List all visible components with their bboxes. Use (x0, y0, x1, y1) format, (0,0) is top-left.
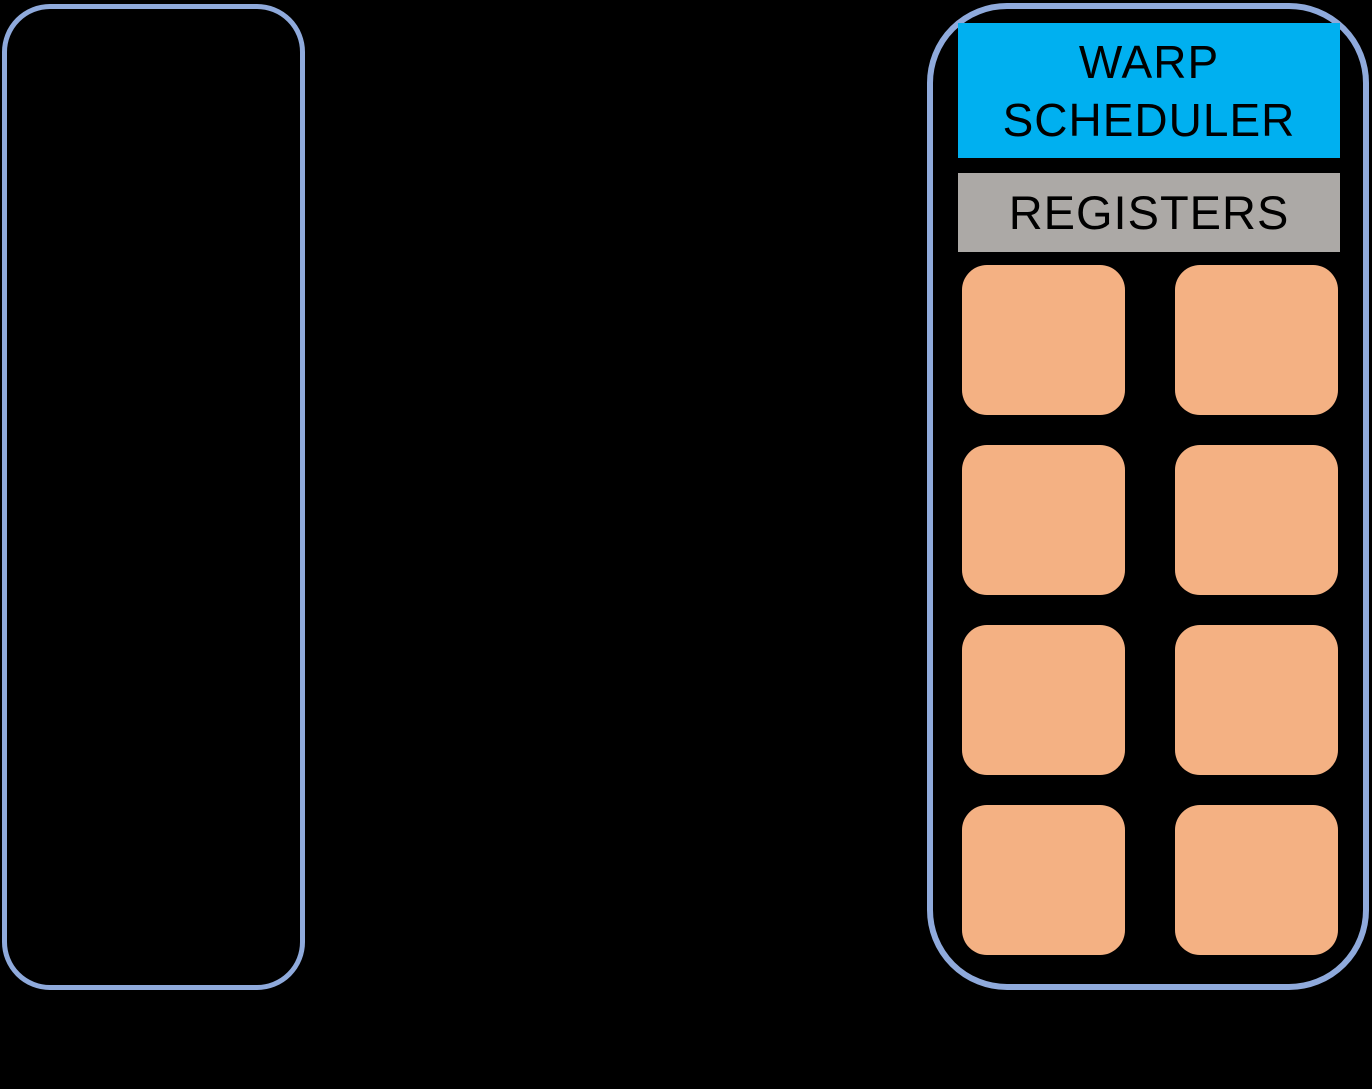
sm-partition-panel: WARP SCHEDULER REGISTERS (927, 3, 1369, 990)
warp-scheduler-label-line1: WARP (1078, 35, 1220, 88)
warp-scheduler-label-line2: SCHEDULER (1002, 93, 1296, 146)
core-cell (962, 625, 1125, 775)
registers-box: REGISTERS (958, 173, 1340, 252)
cores-grid (962, 265, 1338, 955)
core-cell (1175, 445, 1338, 595)
registers-label: REGISTERS (1008, 186, 1290, 239)
core-cell (1175, 805, 1338, 955)
core-cell (962, 265, 1125, 415)
core-cell (1175, 625, 1338, 775)
core-cell (962, 445, 1125, 595)
core-cell (962, 805, 1125, 955)
warp-scheduler-box: WARP SCHEDULER (958, 23, 1340, 158)
core-cell (1175, 265, 1338, 415)
left-outline-panel (2, 4, 305, 990)
